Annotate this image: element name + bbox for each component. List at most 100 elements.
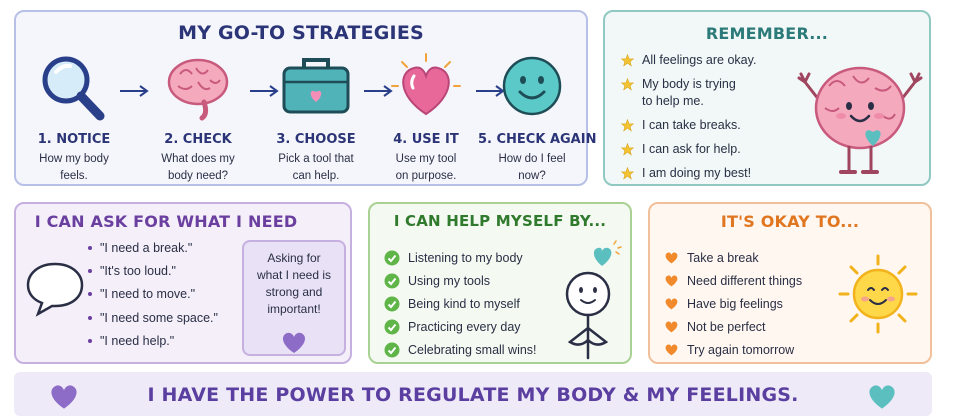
help-panel: I CAN HELP MYSELF BY... Listening to my … [368, 202, 632, 364]
step-check-again: 5. CHECK AGAIN How do I feel now? [478, 52, 597, 185]
okay-list: Take a break Need different things Have … [664, 246, 834, 361]
orange-heart-icon [665, 298, 678, 310]
toolbox-icon [282, 58, 350, 114]
step-title: 1. NOTICE [37, 132, 111, 147]
item-line-1: I can ask for help. [642, 142, 741, 156]
check-icon [384, 319, 400, 334]
help-list: Listening to my body Using my tools Bein… [384, 246, 554, 361]
banner-text: I HAVE THE POWER TO REGULATE MY BODY & M… [147, 384, 799, 406]
item-line-2: to help me. [642, 94, 704, 108]
step-line-2: feels. [60, 170, 88, 182]
step-title: 3. CHOOSE [276, 132, 356, 147]
brain-icon [167, 58, 229, 121]
list-item: Practicing every day [384, 315, 554, 338]
teal-heart-icon [593, 240, 622, 266]
list-item: Take a break [664, 246, 834, 269]
arrow-icon [120, 85, 149, 97]
list-item: Have big feelings [664, 292, 834, 315]
heart-icon [391, 53, 461, 116]
list-item-text: Not be perfect [687, 319, 766, 334]
list-item: Need different things [664, 269, 834, 292]
list-item: Being kind to myself [384, 292, 554, 315]
speech-bubble-icon [26, 262, 84, 317]
step-use-it: 4. USE IT Use my tool on purpose. [372, 52, 480, 185]
bullet-dot [88, 315, 92, 320]
star-icon [621, 119, 634, 132]
strategies-title: MY GO-TO STRATEGIES [178, 22, 424, 44]
callout-line: strong and [265, 285, 323, 299]
list-item-text: Try again tomorrow [687, 342, 795, 357]
list-item-text: Being kind to myself [408, 296, 520, 311]
okay-panel: IT'S OKAY TO... Take a break Need differ… [648, 202, 932, 364]
bullet-dot [88, 269, 92, 274]
step-choose: 3. CHOOSE Pick a tool that can help. [262, 52, 370, 185]
bullet-dot [88, 245, 92, 250]
list-item: "It's too loud." [88, 259, 248, 282]
list-item-text: Take a break [687, 250, 759, 265]
callout-line: Asking for [267, 251, 321, 265]
list-item: Celebrating small wins! [384, 338, 554, 361]
remember-title: REMEMBER... [705, 24, 829, 43]
step-title: 5. CHECK AGAIN [478, 132, 597, 147]
check-icon [384, 250, 400, 265]
okay-title: IT'S OKAY TO... [720, 212, 860, 231]
list-item: "I need some space." [88, 306, 248, 329]
list-item-text: "I need some space." [100, 310, 218, 325]
arrow-icon [476, 85, 505, 97]
step-line-1: Use my tool [395, 153, 457, 165]
item-line-1: All feelings are okay. [642, 53, 757, 67]
list-item-text: Need different things [687, 273, 803, 288]
smiley-icon [502, 56, 562, 116]
step-title: 2. CHECK [164, 132, 232, 147]
strategies-panel: MY GO-TO STRATEGIES 1. NOTICE How my bod… [14, 10, 597, 186]
list-item-text: "I need to move." [100, 287, 196, 302]
step-line-1: How my body [39, 153, 109, 165]
purple-heart-icon [51, 385, 77, 409]
step-line-2: now? [518, 170, 546, 182]
teal-heart-icon [869, 385, 895, 409]
step-line-1: What does my [161, 153, 235, 165]
remember-list: All feelings are okay. My body is trying… [621, 52, 801, 189]
list-item: "I need a break." [88, 236, 248, 259]
bullet-dot [88, 292, 92, 297]
bullet-dot [88, 339, 92, 344]
step-line-2: body need? [167, 170, 229, 182]
list-item-text: "I need help." [100, 334, 175, 349]
stick-figure-icon [565, 271, 611, 360]
orange-heart-icon [665, 252, 678, 264]
step-check: 2. CHECK What does my body need? [144, 52, 252, 185]
sun-icon [838, 254, 918, 334]
star-icon [621, 167, 634, 180]
list-item-text: Practicing every day [408, 319, 521, 334]
step-title: 4. USE IT [393, 132, 459, 147]
list-item: Not be perfect [664, 315, 834, 338]
callout-line: what I need is [256, 268, 332, 282]
list-item-text: Listening to my body [408, 250, 523, 265]
help-title: I CAN HELP MYSELF BY... [393, 212, 607, 230]
ask-panel: I CAN ASK FOR WHAT I NEED "I need a brea… [14, 202, 352, 364]
ask-list: "I need a break." "It's too loud." "I ne… [88, 236, 248, 353]
orange-heart-icon [665, 321, 678, 333]
step-line-1: Pick a tool that [278, 153, 354, 165]
step-line-1: How do I feel [498, 153, 566, 165]
orange-heart-icon [665, 344, 678, 356]
list-item-text: Have big feelings [687, 296, 783, 311]
step-line-2: can help. [292, 170, 340, 182]
list-item: I can take breaks. [621, 117, 801, 134]
list-item: Try again tomorrow [664, 338, 834, 361]
list-item-text: "It's too loud." [100, 264, 176, 279]
star-icon [621, 78, 634, 91]
star-icon [621, 143, 634, 156]
orange-heart-icon [665, 275, 678, 287]
step-line-2: on purpose. [395, 170, 457, 182]
list-item: Using my tools [384, 269, 554, 292]
check-icon [384, 342, 400, 357]
item-line-1: I am doing my best! [642, 166, 752, 180]
check-icon [384, 296, 400, 311]
item-line-1: My body is trying [642, 77, 736, 91]
list-item-text: Celebrating small wins! [408, 342, 537, 357]
check-icon [384, 273, 400, 288]
banner: I HAVE THE POWER TO REGULATE MY BODY & M… [14, 372, 932, 416]
list-item: All feelings are okay. [621, 52, 801, 69]
list-item-text: Using my tools [408, 273, 490, 288]
